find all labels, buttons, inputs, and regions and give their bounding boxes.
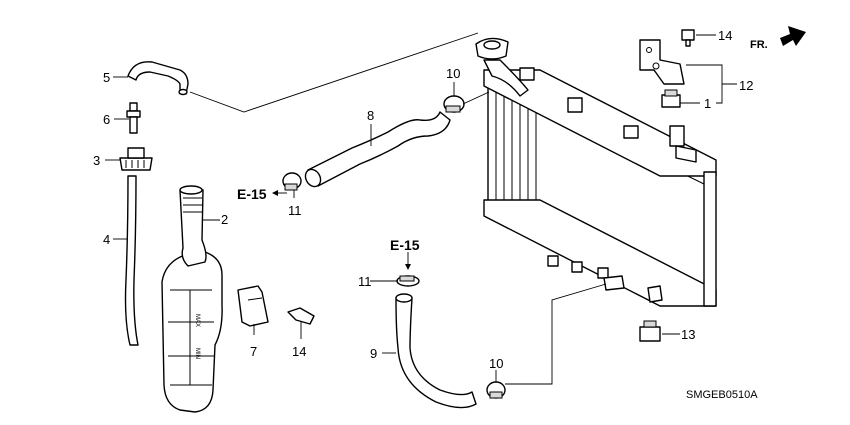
leader-lines <box>105 32 737 385</box>
tank-max-mark: MAX <box>194 314 200 327</box>
reserve-tank-cap <box>119 147 153 171</box>
hose-clamp-11-upper <box>282 172 302 191</box>
callout-3: 3 <box>93 153 100 168</box>
lower-radiator-hose <box>395 297 477 409</box>
front-direction-label: FR. <box>750 39 768 51</box>
upper-mount-bracket <box>639 39 685 85</box>
reserve-tank-hose <box>124 175 139 346</box>
callout-7: 7 <box>250 344 257 359</box>
callout-10-lower: 10 <box>489 356 503 371</box>
callout-10-upper: 10 <box>446 66 460 81</box>
callout-11-lower: 11 <box>358 274 372 289</box>
tank-min-mark: MIN <box>194 348 200 359</box>
callout-5: 5 <box>103 70 110 85</box>
reserve-tank-filler-neck <box>179 185 207 267</box>
hose-clamp-10-upper <box>443 95 465 113</box>
callout-12: 12 <box>739 78 753 93</box>
callout-4: 4 <box>103 232 110 247</box>
callout-11-upper: 11 <box>288 203 302 218</box>
ref-e15-lower: E-15 <box>390 237 420 253</box>
callout-2: 2 <box>221 212 228 227</box>
hose-clamp-10-lower <box>486 381 506 399</box>
flange-bolt-14-upper <box>681 29 695 47</box>
upper-mount-cushion <box>661 89 681 108</box>
ref-e15-upper: E-15 <box>237 186 267 202</box>
siphon-tube <box>127 61 189 95</box>
callout-6: 6 <box>103 112 110 127</box>
callout-13: 13 <box>681 327 695 342</box>
joint-fitting <box>126 102 141 134</box>
front-direction-arrow <box>780 26 806 46</box>
callout-8: 8 <box>367 108 374 123</box>
callout-14-upper: 14 <box>718 28 732 43</box>
flange-bolt-14-lower <box>287 307 315 325</box>
radiator-assembly <box>483 59 717 307</box>
diagram-code: SMGEB0510A <box>686 389 758 401</box>
callout-14-lower: 14 <box>292 344 306 359</box>
callout-9: 9 <box>370 346 377 361</box>
hose-clamp-11-lower <box>396 275 420 287</box>
callout-1: 1 <box>704 96 711 111</box>
radiator-cap <box>475 37 509 60</box>
upper-radiator-hose <box>307 111 451 187</box>
reserve-tank: MAX MIN <box>161 251 223 413</box>
lower-mount-cushion <box>639 320 661 342</box>
reserve-tank-bracket <box>237 285 269 327</box>
